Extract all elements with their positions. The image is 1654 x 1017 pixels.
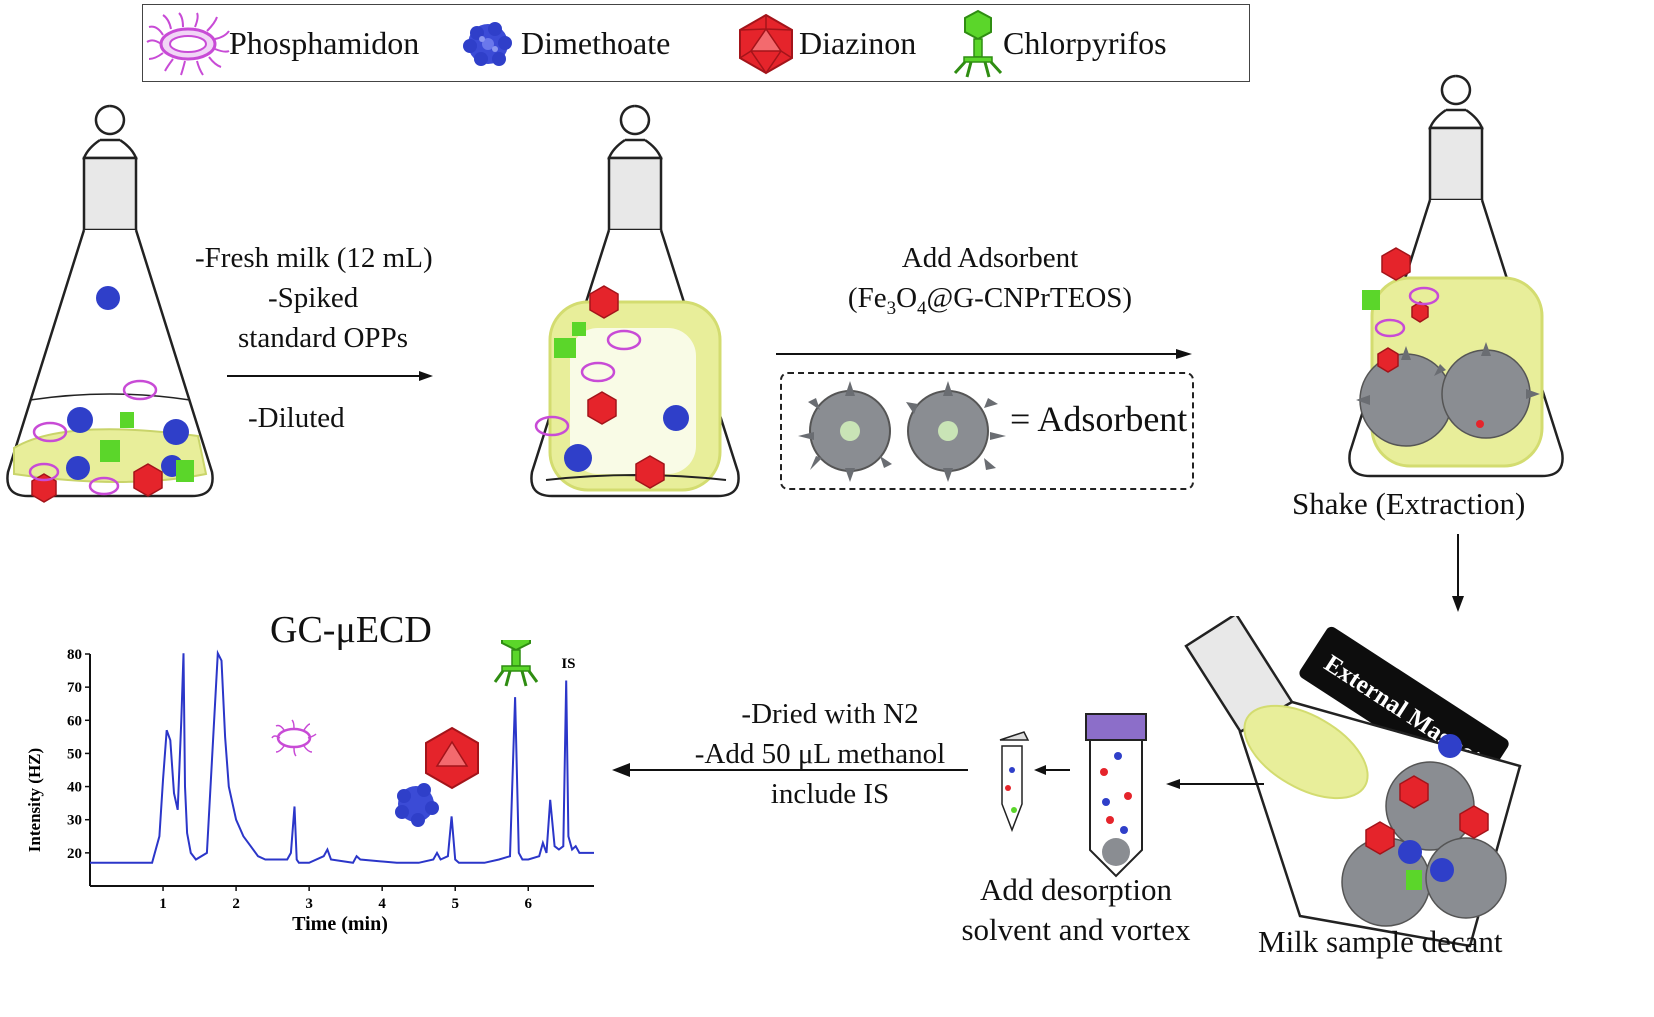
x-tick-label: 2 <box>232 896 240 912</box>
magnet-decant-scene: External Magnet <box>1184 616 1522 948</box>
eppendorf-tube <box>999 731 1030 833</box>
flask-shake-extraction <box>1348 74 1564 478</box>
falcon-tube <box>1085 713 1147 878</box>
x-tick-label: 5 <box>451 896 459 912</box>
phage-icon <box>953 9 1003 78</box>
x-tick-label: 1 <box>159 896 167 912</box>
chlorpyrifos-peak-icon <box>493 640 539 687</box>
step1-line2: -Spiked <box>268 282 359 314</box>
dry-line3: include IS <box>770 778 890 810</box>
adsorbent-particles-icon <box>798 381 1006 482</box>
y-tick-label: 70 <box>67 680 82 696</box>
flask-diluted-milk <box>530 104 740 498</box>
arrow-left-1 <box>1166 779 1264 789</box>
x-axis-label: Time (min) <box>292 913 388 935</box>
y-tick-label: 50 <box>67 746 82 762</box>
diazinon-peak-icon <box>425 726 479 790</box>
chart-title: GC-μECD <box>270 609 432 651</box>
step1-line1: -Fresh milk (12 mL) <box>195 242 433 274</box>
flask-spiked-milk <box>6 104 214 503</box>
step2-line1: Add Adsorbent <box>901 242 1079 274</box>
y-axis-label: Intensity (HZ) <box>25 748 44 852</box>
x-tick-label: 6 <box>525 896 533 912</box>
virus-cluster-icon <box>463 22 512 66</box>
arrow-left-2 <box>1034 765 1070 775</box>
chart-axes: 1 2 3 4 5 6 20 30 40 50 60 70 80 <box>67 647 594 912</box>
y-tick-label: 30 <box>67 813 82 829</box>
y-tick-label: 60 <box>67 713 82 729</box>
shake-extraction-label: Shake (Extraction) <box>1292 486 1526 521</box>
legend-box: Phosphamidon Dimethoate Diazinon Chlorpy… <box>142 4 1250 82</box>
arrow-left-3 <box>612 763 968 777</box>
legend-label-dimethoate: Dimethoate <box>521 25 671 61</box>
step1-line3: standard OPPs <box>238 322 408 354</box>
step1-line4: -Diluted <box>248 402 345 434</box>
is-peak-label: IS <box>561 656 575 672</box>
milk-decant-label: Milk sample decant <box>1258 924 1503 959</box>
desorb-line2: solvent and vortex <box>961 912 1191 947</box>
chromatogram-trace <box>90 649 594 864</box>
icosahedron-icon <box>739 13 793 75</box>
desorb-line1: Add desorption <box>979 872 1172 907</box>
x-tick-label: 3 <box>305 896 313 912</box>
bacterium-icon <box>146 12 230 76</box>
legend-label-phosphamidon: Phosphamidon <box>229 25 420 61</box>
dry-line2: -Add 50 μL methanol <box>694 738 946 770</box>
y-tick-label: 20 <box>67 846 82 862</box>
adsorbent-key-label: = Adsorbent <box>1010 399 1188 439</box>
step2-line2: (Fe3O4@G-CNPrTEOS) <box>847 282 1133 319</box>
adsorbent-key-box <box>780 372 1194 490</box>
dimethoate-peak-icon <box>395 783 439 827</box>
arrow-down <box>1452 534 1464 612</box>
y-tick-label: 40 <box>67 780 82 796</box>
arrow-step2 <box>776 349 1192 359</box>
legend-label-diazinon: Diazinon <box>799 25 917 61</box>
y-tick-label: 80 <box>67 647 82 663</box>
gc-chromatogram: 1 2 3 4 5 6 20 30 40 50 60 70 80 Time (min) Intensit… <box>25 640 594 935</box>
dry-line1: -Dried with N2 <box>741 698 919 730</box>
arrow-step1 <box>227 371 433 381</box>
phosphamidon-peak-icon <box>271 719 317 757</box>
legend-label-chlorpyrifos: Chlorpyrifos <box>1003 25 1167 61</box>
x-tick-label: 4 <box>378 896 386 912</box>
